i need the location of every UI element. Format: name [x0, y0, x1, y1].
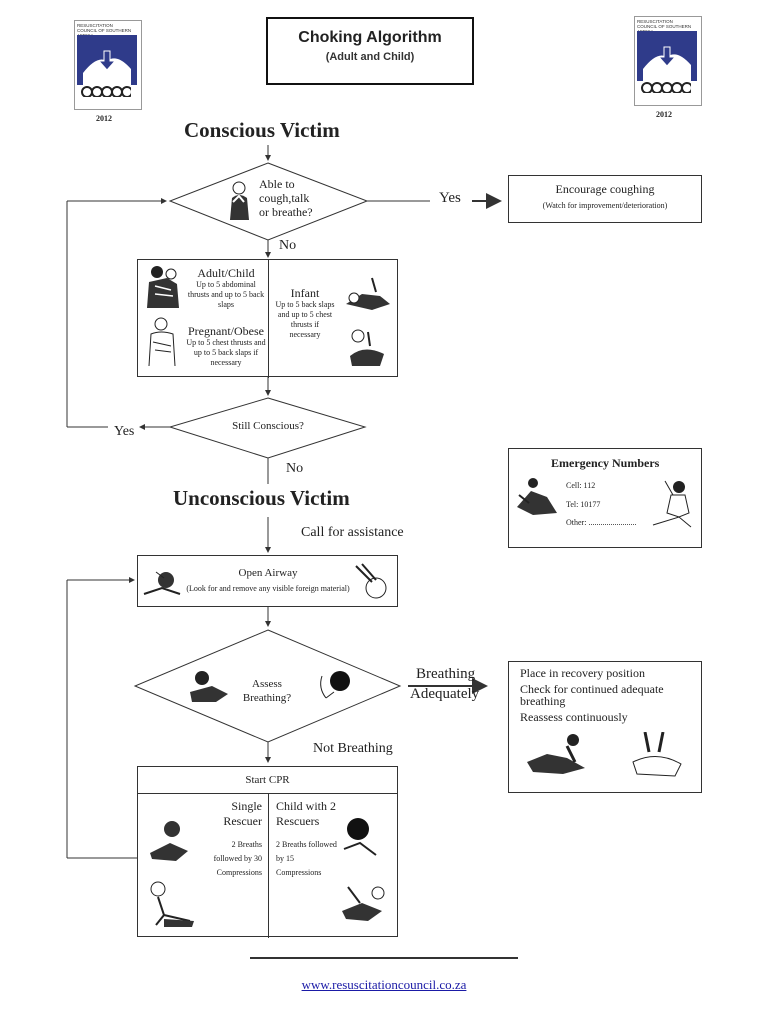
yes-label-1: Yes	[439, 190, 461, 206]
head-tilt-icon	[143, 571, 181, 595]
treatment-box: Adult/Child Up to 5 abdominal thrusts an…	[137, 259, 398, 378]
cpr-rule	[138, 793, 397, 794]
not-breathing-label: Not Breathing	[313, 741, 393, 756]
footer: www.resuscitationcouncil.co.za	[234, 977, 534, 993]
emergency-title: Emergency Numbers	[551, 456, 660, 470]
collapsed-victim-icon	[517, 478, 557, 515]
abdominal-thrust-icon	[147, 266, 179, 308]
airway-title: Open Airway	[238, 567, 298, 579]
recovery-line-1: Place in recovery position	[520, 666, 645, 680]
two-rescuers-title: Child with 2 Rescuers	[276, 799, 337, 828]
call-for-assistance: Call for assistance	[301, 525, 404, 540]
encourage-note: (Watch for improvement/deterioration)	[542, 201, 668, 210]
emergency-cell: Cell: 112	[566, 481, 596, 490]
cpr-title: Start CPR	[245, 774, 290, 786]
single-rescuer-title: Single Rescuer	[223, 799, 262, 828]
rescuer-kneeling-icon	[652, 480, 692, 528]
encourage-box: Encourage coughing (Watch for improvemen…	[508, 175, 702, 223]
recovery-line-2: Check for continued adequate breathing	[520, 682, 664, 708]
pregnant-text: Up to 5 chest thrusts and up to 5 back s…	[186, 338, 266, 367]
conscious-heading: Conscious Victim	[184, 118, 340, 142]
emergency-tel: Tel: 10177	[566, 500, 601, 509]
logo-right: RESUSCITATION COUNCIL OF SOUTHERN AFRICA	[634, 16, 702, 106]
breathing-label: Breathing	[416, 666, 476, 682]
title-box: Choking Algorithm (Adult and Child)	[266, 17, 474, 85]
question-still-conscious: Still Conscious?	[232, 420, 304, 432]
page-title: Choking Algorithm	[298, 29, 442, 46]
recovery-box: Place in recovery position Check for con…	[508, 661, 702, 793]
two-rescuers-text: 2 Breaths followed by 15 Compressions	[276, 840, 337, 877]
choking-person-icon	[230, 181, 249, 220]
hand-check-icon	[632, 732, 682, 777]
infant-chest-thrust-icon	[350, 329, 384, 366]
single-rescuer-text: 2 Breaths followed by 30 Compressions	[213, 840, 262, 877]
logo-left: RESUSCITATION COUNCIL OF SOUTHERN AFRICA	[74, 20, 142, 110]
two-rescuer-compression-icon	[342, 886, 385, 921]
year-right: 2012	[656, 110, 672, 119]
infant-text: Up to 5 back slaps and up to 5 chest thr…	[275, 300, 335, 339]
adult-child-text: Up to 5 abdominal thrusts and up to 5 ba…	[187, 280, 265, 309]
emergency-box: Emergency Numbers Cell: 112 Tel: 10177 O…	[508, 448, 702, 548]
logo-left-emblem	[77, 35, 137, 85]
look-listen-feel-icon	[190, 671, 228, 702]
two-rescuer-breath-icon	[343, 818, 377, 856]
face-check-icon	[320, 671, 350, 699]
single-rescuer-compression-icon	[150, 881, 194, 927]
yes-label-2: Yes	[114, 424, 135, 439]
adult-child-title: Adult/Child	[197, 266, 255, 280]
airway-note: (Look for and remove any visible foreign…	[186, 584, 350, 593]
single-rescuer-breath-icon	[150, 821, 188, 861]
assess-breathing: Assess Breathing?	[242, 678, 292, 704]
chest-thrust-icon	[148, 317, 176, 366]
open-airway-box: Open Airway (Look for and remove any vis…	[137, 555, 398, 607]
recovery-position-icon	[527, 734, 585, 774]
finger-sweep-icon	[355, 563, 387, 599]
logo-rings-icon	[81, 86, 131, 97]
website-link[interactable]: www.resuscitationcouncil.co.za	[301, 977, 467, 992]
recovery-line-3: Reassess continuously	[520, 710, 628, 724]
cpr-divider	[268, 793, 269, 938]
logo-right-emblem	[637, 31, 697, 81]
unconscious-heading: Unconscious Victim	[173, 486, 350, 510]
infant-title: Infant	[290, 286, 320, 300]
pregnant-title: Pregnant/Obese	[188, 324, 264, 338]
encourage-title: Encourage coughing	[555, 182, 655, 196]
question-cough: Able to cough,talk or breathe?	[259, 177, 313, 219]
logo-rings-icon	[641, 82, 691, 93]
infant-back-slap-icon	[346, 277, 390, 310]
year-left: 2012	[96, 114, 112, 123]
page-subtitle: (Adult and Child)	[325, 51, 415, 63]
no-label-2: No	[286, 461, 304, 476]
logo-emblem-icon	[83, 50, 131, 85]
treatment-divider	[268, 260, 269, 378]
cpr-box: Start CPR Single Rescuer 2 Breaths follo…	[137, 766, 398, 938]
no-label-1: No	[279, 238, 297, 253]
adequately-label: Adequately	[410, 686, 480, 702]
emergency-other: Other: ........................	[566, 518, 637, 527]
logo-emblem-icon	[643, 46, 691, 81]
